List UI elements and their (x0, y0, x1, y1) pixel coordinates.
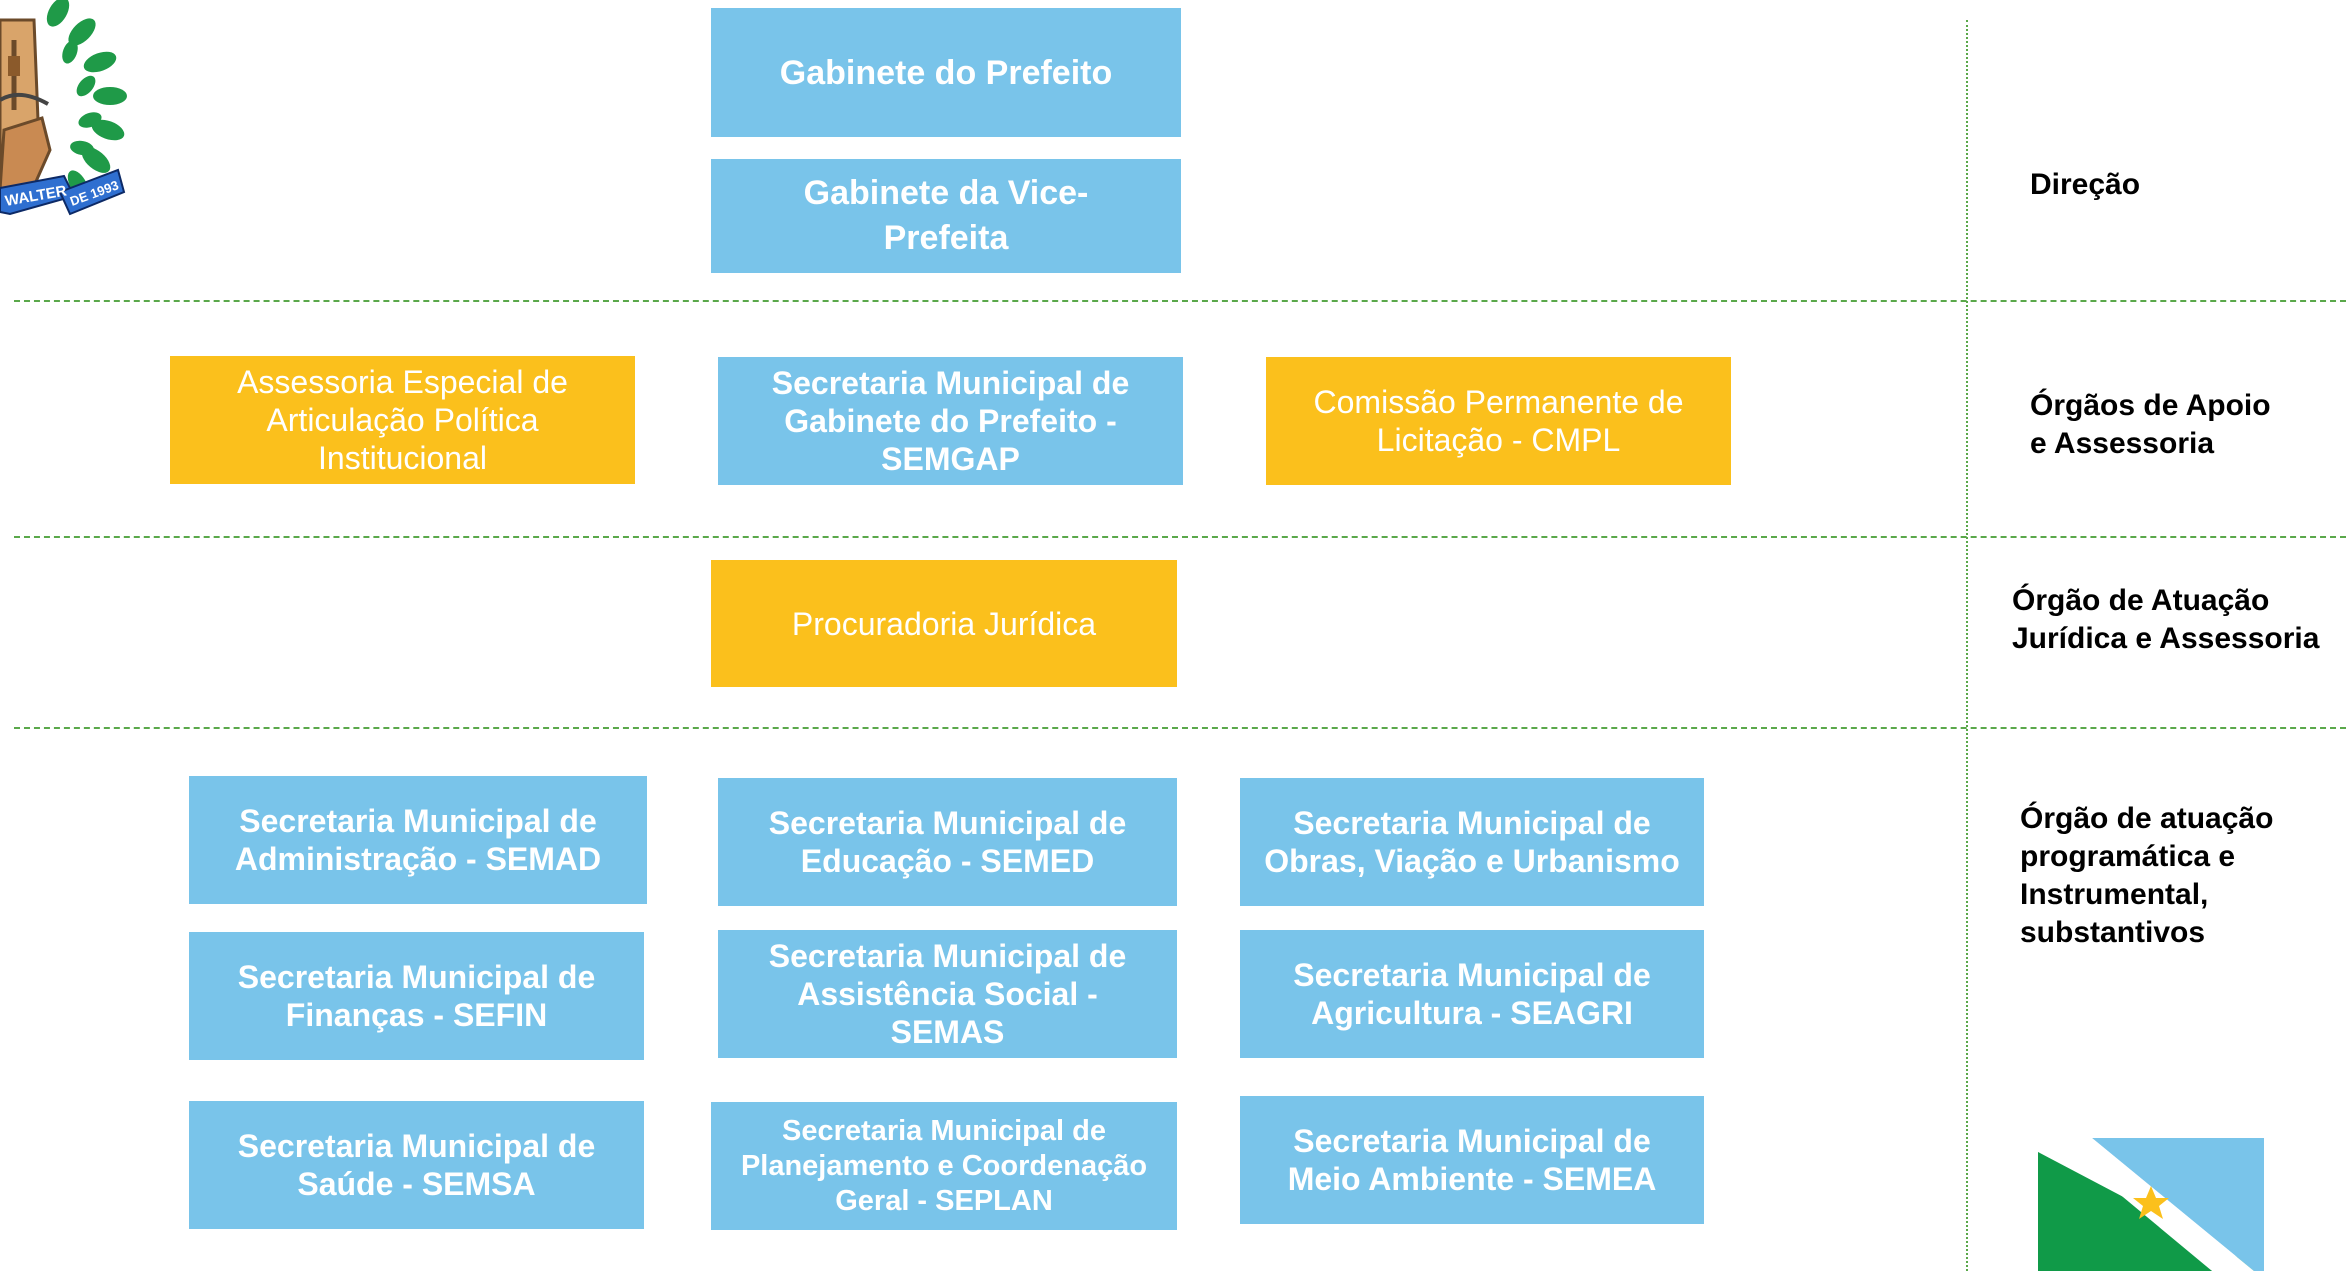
box-semea-text: Secretaria Municipal de Meio Ambiente - … (1287, 1123, 1657, 1197)
divider-apoio (14, 536, 2346, 538)
box-semsa-text: Secretaria Municipal de Saúde - SEMSA (237, 1128, 596, 1202)
municipal-seal-logo: WALTER DE 1993 (0, 0, 127, 216)
flag-star-icon (2133, 1186, 2169, 1219)
box-seagri-text: Secretaria Municipal de Agricultura - SE… (1293, 957, 1651, 1031)
box-seplan-text: Secretaria Municipal de Planejamento e C… (740, 1114, 1148, 1217)
label-direcao: Direção (2030, 168, 2141, 201)
box-procuradoria: Procuradoria Jurídica (711, 560, 1177, 687)
box-sefin-text: Secretaria Municipal de Finanças - SEFIN (237, 959, 596, 1033)
box-cmpl: Comissão Permanente de Licitação - CMPL (1266, 357, 1731, 485)
box-procuradoria-text: Procuradoria Jurídica (791, 605, 1097, 642)
box-semed: Secretaria Municipal de Educação - SEMED (718, 778, 1177, 906)
divider-vertical (1966, 20, 1968, 1271)
box-gabinete-prefeito: Gabinete do Prefeito (711, 8, 1181, 137)
box-gabinete-vice-text: Gabinete da Vice- Prefeita (803, 174, 1089, 257)
box-semgap: Secretaria Municipal de Gabinete do Pref… (718, 357, 1183, 485)
box-semad: Secretaria Municipal de Administração - … (189, 776, 647, 904)
box-semgap-text: Secretaria Municipal de Gabinete do Pref… (771, 365, 1130, 477)
label-juridico: Órgão de Atuação Jurídica e Assessoria (2012, 584, 2320, 655)
state-flag-image (2038, 1138, 2264, 1271)
divider-juridico (14, 727, 2346, 729)
box-seagri: Secretaria Municipal de Agricultura - SE… (1240, 930, 1704, 1058)
box-sefin: Secretaria Municipal de Finanças - SEFIN (189, 932, 644, 1060)
box-semsa: Secretaria Municipal de Saúde - SEMSA (189, 1101, 644, 1229)
box-cmpl-text: Comissão Permanente de Licitação - CMPL (1313, 384, 1684, 458)
box-gabinete-prefeito-text: Gabinete do Prefeito (779, 53, 1113, 92)
box-semas-text: Secretaria Municipal de Assistência Soci… (768, 938, 1127, 1050)
box-obras: Secretaria Municipal de Obras, Viação e … (1240, 778, 1704, 906)
box-semea: Secretaria Municipal de Meio Ambiente - … (1240, 1096, 1704, 1224)
box-gabinete-vice: Gabinete da Vice- Prefeita (711, 159, 1181, 273)
box-assessoria-especial: Assessoria Especial de Articulação Polít… (170, 356, 635, 484)
box-semad-text: Secretaria Municipal de Administração - … (234, 803, 602, 877)
box-seplan: Secretaria Municipal de Planejamento e C… (711, 1102, 1177, 1230)
box-semed-text: Secretaria Municipal de Educação - SEMED (768, 805, 1127, 879)
divider-direcao (14, 300, 2346, 302)
label-apoio: Órgãos de Apoio e Assessoria (2030, 389, 2271, 460)
label-programatica: Órgão de atuação programática e Instrume… (2020, 802, 2274, 949)
seal-shield (0, 18, 52, 202)
flag-blue-field (2092, 1138, 2264, 1271)
box-semas: Secretaria Municipal de Assistência Soci… (718, 930, 1177, 1058)
box-obras-text: Secretaria Municipal de Obras, Viação e … (1264, 805, 1680, 879)
laurel-wreath (46, 0, 127, 198)
box-assessoria-especial-text: Assessoria Especial de Articulação Polít… (237, 364, 568, 476)
